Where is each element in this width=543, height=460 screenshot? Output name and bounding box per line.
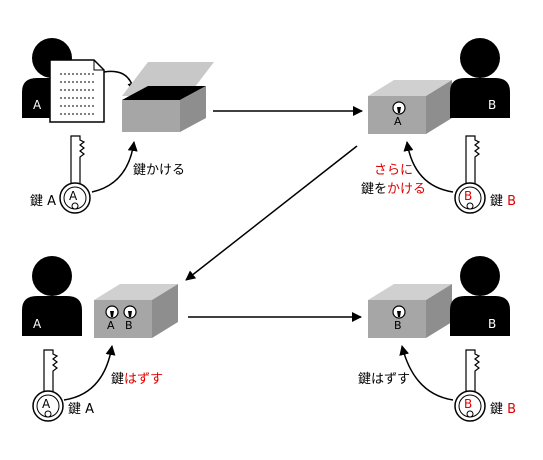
person-b-top: B (450, 38, 510, 118)
unlock-arrow-b (399, 345, 454, 401)
key-b-letter: B (464, 397, 472, 411)
locked-box-ab: A B (94, 284, 178, 338)
person-b-label: B (488, 98, 496, 112)
locked-box-b: B (368, 284, 452, 338)
lock-label: 鍵かける (133, 162, 185, 178)
key-a-top: A (59, 135, 91, 214)
open-box (122, 62, 214, 132)
lock-arrow (91, 141, 138, 193)
key-a-letter: A (69, 189, 78, 203)
key-b-caption: 鍵 B (490, 193, 516, 209)
key-a-caption-bottom: 鍵 A (68, 401, 94, 417)
lock-arrow-b (403, 141, 454, 193)
person-body (450, 296, 510, 336)
person-b-label-bottom: B (488, 317, 496, 331)
person-a-label-bottom: A (33, 317, 42, 331)
key-b-top: B (454, 135, 486, 214)
padlock-b-label: B (125, 319, 133, 332)
person-a-label: A (33, 98, 42, 112)
key-b-letter: B (464, 189, 472, 203)
person-body (450, 78, 510, 118)
send-arrow-b-to-a (185, 145, 358, 281)
key-a-letter: A (42, 397, 51, 411)
key-b-bottom: B (454, 349, 486, 422)
document-icon (49, 59, 105, 123)
key-a-caption: 鍵 A (30, 193, 56, 209)
person-head (460, 256, 500, 296)
key-b-caption-bottom: 鍵 B (490, 401, 516, 417)
further-label: さらに (374, 163, 413, 178)
person-head (32, 256, 72, 296)
padlock-a-label: A (394, 115, 402, 128)
person-head (460, 38, 500, 78)
unlock-b-label: 鍵はずす (358, 371, 410, 387)
person-b-bottom: B (450, 256, 510, 336)
padlock-b-label: B (394, 319, 402, 332)
unlock-arrow-a (63, 345, 116, 401)
lock-again-label: 鍵をかける (361, 181, 426, 197)
unlock-a-label: 鍵はずす (111, 371, 163, 387)
person-body (22, 296, 82, 336)
padlock-a-label: A (107, 319, 115, 332)
person-a-bottom: A (22, 256, 82, 336)
key-a-bottom: A (32, 349, 64, 422)
locked-box-a: A (368, 80, 452, 134)
